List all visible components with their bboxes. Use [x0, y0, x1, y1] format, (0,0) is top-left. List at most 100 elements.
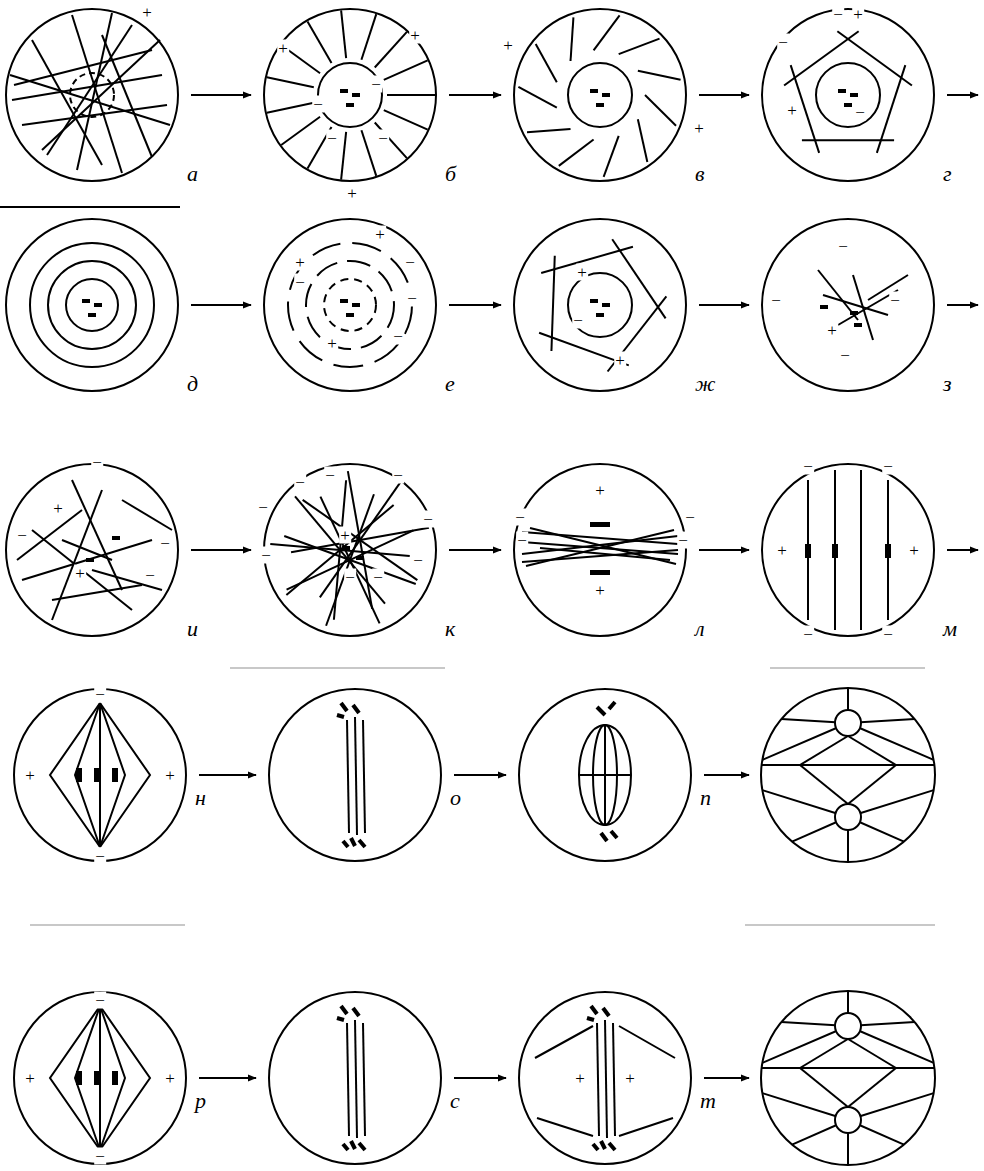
microtubule-line [800, 1068, 848, 1107]
microtubule-line [593, 1144, 598, 1150]
centre-mark [590, 89, 598, 93]
stage-letter: г [943, 163, 952, 185]
microtubule-line [609, 1143, 615, 1150]
polarity-sign: − [294, 474, 306, 491]
cell-outline [263, 463, 437, 637]
polarity-sign: − [516, 532, 528, 549]
polarity-sign: − [770, 292, 782, 309]
cell-circle: в [513, 8, 687, 182]
sequence-arrow [947, 304, 978, 306]
cell-outline [269, 992, 441, 1164]
microtubule-line [355, 717, 357, 835]
microtubule-line [363, 720, 365, 833]
microtubule-line [559, 140, 594, 166]
cell-interior [288, 243, 412, 367]
cell-outline [518, 688, 692, 862]
cell-circle: о [268, 688, 442, 862]
polarity-sign: + [141, 4, 153, 21]
cell-outline [762, 464, 934, 636]
nucleus-outline [835, 1107, 861, 1133]
stage-letter: б [445, 163, 456, 185]
centre-mark [112, 536, 120, 540]
polarity-sign: − [392, 328, 404, 345]
cell-circle: и [5, 463, 179, 637]
polarity-sign: + [52, 500, 64, 517]
cell-circle: а [5, 8, 179, 182]
centre-mark [346, 313, 354, 317]
polarity-sign: − [677, 532, 689, 549]
microtubule-line [860, 470, 862, 630]
microtubule-line [868, 275, 908, 300]
separator-rule [745, 924, 935, 926]
cell-circle: т [518, 991, 692, 1165]
microtubule-line [638, 119, 647, 162]
polarity-sign: − [91, 454, 103, 471]
cell-interior [337, 703, 365, 847]
centre-mark [94, 1071, 100, 1085]
polarity-sign: + [164, 1070, 176, 1087]
phragmoplast-outline [579, 725, 631, 825]
cell-outline [14, 689, 186, 861]
microtubule-line [848, 765, 896, 804]
stage-letter: л [695, 618, 705, 640]
microtubule-line [341, 1006, 347, 1014]
centre-mark [86, 558, 94, 562]
centre-mark [850, 311, 858, 315]
polarity-sign: − [572, 312, 584, 329]
microtubule-line [608, 296, 667, 371]
microtubule-line [619, 1026, 675, 1058]
polarity-sign: − [802, 626, 814, 643]
polarity-sign: + [326, 335, 338, 352]
centre-mark [885, 544, 891, 558]
microtubule-line [375, 32, 407, 68]
sequence-arrow [947, 549, 978, 551]
nucleus-outline [66, 279, 118, 331]
microtubule-line [281, 117, 320, 145]
cell-outline [264, 9, 436, 181]
microtubule-line [22, 540, 152, 580]
microtubule-line [522, 550, 678, 562]
microtubule-line [536, 44, 557, 82]
microtubule-line [605, 1020, 607, 1138]
microtubule-line [351, 838, 355, 846]
microtubule-line [587, 1018, 594, 1020]
microtubule-line [72, 15, 122, 173]
stage-letter: д [187, 373, 198, 395]
polarity-sign: − [94, 992, 106, 1009]
centre-mark [820, 305, 828, 309]
centre-mark [352, 93, 360, 97]
microtubule-line [537, 1118, 593, 1136]
polarity-sign: − [837, 238, 849, 255]
sequence-arrow [449, 549, 501, 551]
stage-letter: с [450, 1090, 460, 1112]
microtubule-line [645, 95, 676, 126]
microtubule-line [363, 1023, 365, 1136]
centre-mark [340, 299, 348, 303]
microtubule-line [597, 707, 605, 715]
cell-interior [10, 13, 170, 173]
cell-interior [784, 31, 912, 153]
microtubule-line [267, 103, 314, 113]
centre-mark [602, 303, 610, 307]
polarity-sign: + [346, 185, 358, 202]
nucleus-outline [835, 710, 861, 736]
nucleus-outline [568, 63, 632, 127]
microtubule-line [762, 764, 934, 766]
cell-interior [30, 243, 154, 367]
microtubule-line [853, 275, 873, 340]
cell-outline [268, 688, 442, 862]
cell-interior [522, 522, 678, 575]
microtubule-line [72, 480, 122, 590]
polarity-sign: + [852, 6, 864, 23]
cell-interior [50, 1006, 150, 1150]
polarity-sign: + [294, 254, 306, 271]
polarity-sign: + [908, 542, 920, 559]
nucleus-outline [324, 279, 376, 331]
microtubule-line [611, 831, 617, 838]
polarity-sign: − [294, 274, 306, 291]
nucleus-outline [30, 243, 154, 367]
microtubule-line [337, 715, 344, 717]
microtubule-line [387, 94, 435, 96]
cell-interior [579, 702, 631, 841]
microtubule-line [526, 530, 674, 566]
